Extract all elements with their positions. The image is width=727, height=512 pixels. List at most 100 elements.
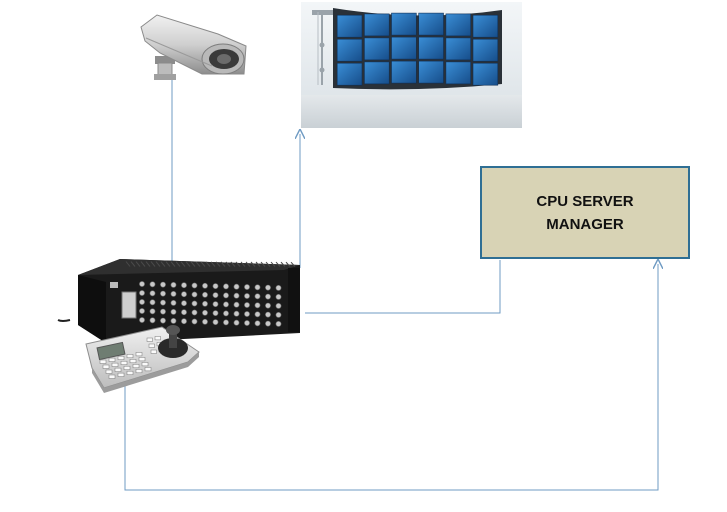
bnc-connector	[139, 317, 144, 322]
video-wall-screen	[419, 37, 444, 59]
bnc-connector	[192, 283, 197, 288]
video-wall-screen	[446, 14, 471, 36]
bnc-connector	[265, 312, 270, 317]
bnc-connector	[276, 303, 281, 308]
bnc-connector	[181, 301, 186, 306]
bnc-connector	[202, 292, 207, 297]
bnc-connector	[234, 320, 239, 325]
bnc-connector	[255, 294, 260, 299]
bnc-connector	[244, 311, 249, 316]
bnc-connector	[160, 309, 165, 314]
bnc-connector	[213, 293, 218, 298]
keyboard-key	[115, 368, 121, 372]
bnc-connector	[192, 310, 197, 315]
keyboard-key	[149, 344, 155, 348]
video-wall-screen	[337, 15, 362, 37]
bnc-connector	[234, 302, 239, 307]
bnc-connector	[171, 318, 176, 323]
keyboard-key	[130, 359, 136, 363]
bnc-connector	[192, 319, 197, 324]
keyboard-key	[103, 365, 109, 369]
video-wall-screen	[419, 61, 444, 83]
bnc-connector	[202, 283, 207, 288]
bnc-connector	[181, 319, 186, 324]
bnc-connector	[265, 294, 270, 299]
bnc-connector	[265, 303, 270, 308]
bnc-connector	[139, 299, 144, 304]
keyboard-key	[109, 375, 115, 379]
keyboard-key	[100, 360, 106, 364]
video-wall-screen	[392, 37, 417, 59]
bnc-connector	[213, 284, 218, 289]
bnc-connector	[150, 309, 155, 314]
bnc-connector	[276, 294, 281, 299]
bnc-connector	[192, 292, 197, 297]
video-wall-screen	[473, 63, 498, 85]
bnc-connector	[223, 302, 228, 307]
bnc-connector	[202, 301, 207, 306]
video-wall-screen	[446, 38, 471, 60]
bnc-connector	[234, 284, 239, 289]
bnc-connector	[276, 321, 281, 326]
keyboard-key	[142, 362, 148, 366]
keyboard-key	[136, 369, 142, 373]
video-wall-icon	[301, 2, 522, 128]
bnc-connector	[244, 284, 249, 289]
bnc-connector	[202, 310, 207, 315]
keyboard-key	[133, 364, 139, 368]
bnc-connector	[223, 320, 228, 325]
bnc-connector	[181, 292, 186, 297]
keyboard-key	[155, 336, 161, 340]
bnc-connector	[255, 303, 260, 308]
bnc-connector	[213, 302, 218, 307]
keyboard-key	[136, 352, 142, 356]
bnc-connector	[150, 291, 155, 296]
bnc-connector	[171, 309, 176, 314]
bnc-connector	[150, 300, 155, 305]
video-wall-screen	[337, 39, 362, 61]
bnc-connector	[255, 321, 260, 326]
video-wall-screen	[364, 62, 389, 84]
bnc-connector	[223, 293, 228, 298]
keyboard-key	[139, 357, 145, 361]
video-wall-screen	[337, 63, 362, 85]
bnc-connector	[160, 318, 165, 323]
cctv-camera-icon	[141, 15, 246, 80]
bnc-connector	[139, 290, 144, 295]
keyboard-key	[106, 370, 112, 374]
bnc-connector	[244, 293, 249, 298]
bnc-connector	[139, 281, 144, 286]
keyboard-key	[145, 367, 151, 371]
bnc-connector	[150, 282, 155, 287]
video-wall-screen	[364, 14, 389, 36]
bnc-connector	[223, 311, 228, 316]
bnc-connector	[223, 284, 228, 289]
bnc-connector	[213, 320, 218, 325]
bnc-connector	[160, 300, 165, 305]
bnc-connector	[181, 283, 186, 288]
bnc-connector	[181, 310, 186, 315]
bnc-connector	[171, 282, 176, 287]
video-wall-screen	[419, 13, 444, 35]
keyboard-key	[147, 338, 153, 342]
bnc-connector	[192, 301, 197, 306]
video-wall-screen	[473, 39, 498, 61]
bnc-connector	[255, 285, 260, 290]
bnc-connector	[244, 320, 249, 325]
bnc-connector	[265, 321, 270, 326]
keyboard-key	[118, 373, 124, 377]
keyboard-key	[124, 366, 130, 370]
bnc-connector	[213, 311, 218, 316]
bnc-connector	[255, 312, 260, 317]
keyboard-key	[127, 354, 133, 358]
bnc-connector	[160, 291, 165, 296]
bnc-connector	[234, 311, 239, 316]
bnc-connector	[171, 291, 176, 296]
video-wall-screen	[392, 13, 417, 35]
bnc-connector	[234, 293, 239, 298]
edge-switcher-to-server	[305, 260, 500, 313]
bnc-connector	[139, 308, 144, 313]
video-wall-screen	[364, 38, 389, 60]
bnc-connector	[244, 302, 249, 307]
